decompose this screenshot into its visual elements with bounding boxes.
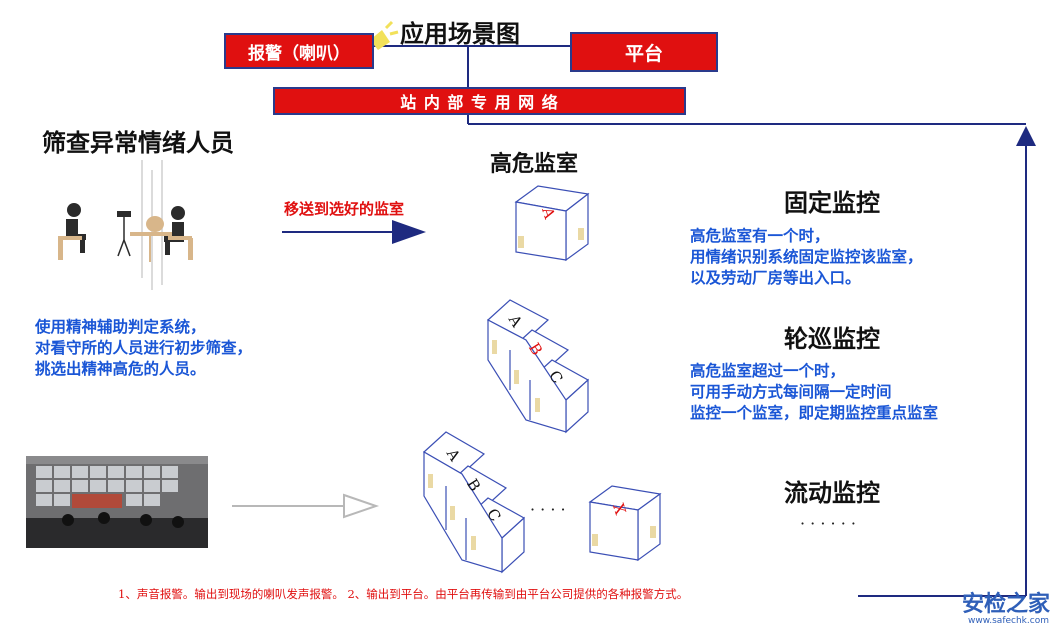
cell-cube-a <box>514 185 590 262</box>
page-title: 应用场景图 <box>400 19 520 48</box>
bottom-note: 1、声音报警。输出到现场的喇叭发声报警。 2、输出到平台。由平台再传输到由平台公… <box>118 587 689 601</box>
fixed-monitoring-description: 高危监室有一个时， 用情绪识别系统固定监控该监室， 以及劳动厂房等出入口。 <box>690 225 923 288</box>
watermark-logo: 安检之家 <box>962 592 1051 617</box>
speaker-icon <box>370 20 399 50</box>
flow-monitoring-dots: · · · · · · <box>800 514 856 533</box>
screening-description: 使用精神辅助判定系统， 对看守所的人员进行初步筛查， 挑选出精神高危的人员。 <box>35 316 252 379</box>
transfer-label: 移送到选好的监室 <box>284 200 405 218</box>
fixed-line-1: 高危监室有一个时， <box>690 226 830 245</box>
patrol-line-1: 高危监室超过一个时， <box>690 361 846 380</box>
flow-monitoring-heading: 流动监控 <box>784 479 880 507</box>
monitor-arrowhead <box>343 493 380 519</box>
transfer-arrowhead <box>392 220 426 244</box>
fixed-line-3: 以及劳动厂房等出入口。 <box>690 268 861 287</box>
high-risk-title: 高危监室 <box>490 151 579 177</box>
screening-heading: 筛查异常情绪人员 <box>42 129 234 157</box>
cell-cube-abc-stacked <box>486 299 590 434</box>
screening-line-1: 使用精神辅助判定系统， <box>35 317 206 336</box>
watermark-url: www.safechk.com <box>968 616 1049 626</box>
network-box: 站 内 部 专 用 网 络 <box>273 87 686 115</box>
patrol-line-2: 可用手动方式每间隔一定时间 <box>690 382 892 401</box>
patrol-line-3: 监控一个监室，即定期监控重点监室 <box>690 403 939 422</box>
screening-line-3: 挑选出精神高危的人员。 <box>35 359 206 378</box>
cells-ellipsis: · · · · <box>530 500 566 519</box>
platform-box: 平台 <box>570 32 718 72</box>
fixed-monitoring-heading: 固定监控 <box>784 189 880 217</box>
patrol-monitoring-heading: 轮巡监控 <box>784 325 880 353</box>
alarm-box: 报警（喇叭） <box>224 33 374 69</box>
cell-cube-abc-row <box>422 431 526 574</box>
interview-illustration <box>58 160 193 290</box>
screening-line-2: 对看守所的人员进行初步筛查， <box>35 338 253 357</box>
patrol-monitoring-description: 高危监室超过一个时， 可用手动方式每间隔一定时间 监控一个监室，即定期监控重点监… <box>690 360 938 423</box>
cell-cube-x <box>588 485 662 562</box>
fixed-line-2: 用情绪识别系统固定监控该监室， <box>690 247 923 266</box>
monitoring-room-illustration <box>26 456 208 548</box>
